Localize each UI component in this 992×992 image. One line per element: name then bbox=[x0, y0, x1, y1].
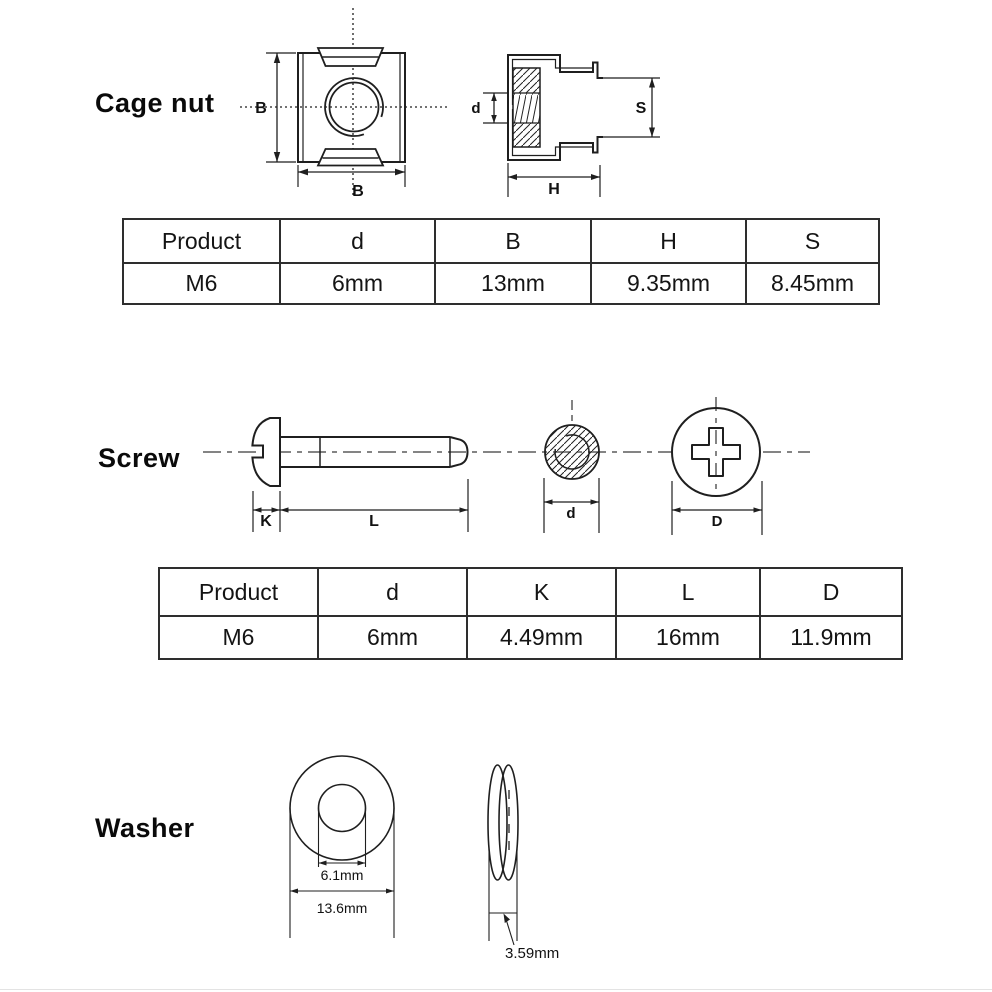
data-cell: 8.45mm bbox=[745, 262, 880, 305]
screw-head bbox=[251, 417, 281, 487]
cage-nut-title: Cage nut bbox=[95, 88, 215, 118]
dim-label-b-horizontal: B bbox=[352, 183, 364, 200]
dimension-outer-diameter: 13.6mm bbox=[289, 808, 395, 938]
dim-label-thread-d: d bbox=[566, 505, 575, 522]
screw-side-view bbox=[251, 417, 469, 487]
dimension-h: H bbox=[507, 163, 601, 198]
data-cell: M6 bbox=[158, 615, 319, 660]
data-cell: 9.35mm bbox=[590, 262, 747, 305]
dim-label-thickness: 3.59mm bbox=[505, 945, 559, 962]
header-cell: H bbox=[590, 218, 747, 264]
washer-front-view: 6.1mm 13.6mm bbox=[289, 755, 395, 938]
cage-nut-spec-table: Product d B H S M6 6mm 13mm 9.35mm 8.45m… bbox=[122, 218, 880, 305]
table-header-row: Product d K L D bbox=[158, 567, 903, 617]
screw-head-end-view: D bbox=[671, 397, 763, 535]
data-cell: M6 bbox=[122, 262, 281, 305]
header-cell: K bbox=[466, 567, 617, 617]
header-cell: Product bbox=[158, 567, 319, 617]
dimension-d: d bbox=[471, 92, 508, 124]
washer-side-view: 3.59mm bbox=[487, 764, 559, 962]
data-cell: 6mm bbox=[279, 262, 436, 305]
data-cell: 6mm bbox=[317, 615, 468, 660]
dimension-inner-diameter: 6.1mm bbox=[317, 808, 367, 883]
center-lines bbox=[240, 8, 448, 197]
screw-tip bbox=[449, 436, 469, 468]
header-cell: S bbox=[745, 218, 880, 264]
dimension-s: S bbox=[603, 77, 660, 138]
table-row: M6 6mm 4.49mm 16mm 11.9mm bbox=[158, 615, 903, 660]
washer-rings bbox=[289, 755, 395, 861]
dim-label-l: L bbox=[369, 513, 379, 530]
data-cell: 4.49mm bbox=[466, 615, 617, 660]
header-cell: B bbox=[434, 218, 592, 264]
washer-edge-profile bbox=[487, 764, 519, 881]
table-row: M6 6mm 13mm 9.35mm 8.45mm bbox=[122, 262, 880, 305]
screw-title: Screw bbox=[98, 443, 181, 473]
header-cell: d bbox=[279, 218, 436, 264]
dim-label-head-d: D bbox=[712, 513, 723, 530]
dimension-k-l: K L bbox=[252, 479, 469, 532]
dimension-thickness: 3.59mm bbox=[488, 849, 559, 962]
table-header-row: Product d B H S bbox=[122, 218, 880, 264]
nut-cross-section bbox=[512, 67, 541, 148]
bottom-hairline bbox=[0, 989, 992, 990]
dim-label-h: H bbox=[548, 181, 560, 198]
dim-label-d: d bbox=[471, 100, 480, 117]
dim-label-b-vertical: B bbox=[255, 100, 267, 117]
header-cell: L bbox=[615, 567, 761, 617]
washer-title: Washer bbox=[95, 813, 195, 843]
cage-nut-front-view: B B bbox=[240, 8, 448, 200]
threaded-hole bbox=[324, 77, 384, 137]
data-cell: 11.9mm bbox=[759, 615, 903, 660]
data-cell: 13mm bbox=[434, 262, 592, 305]
header-cell: D bbox=[759, 567, 903, 617]
dim-label-outer-diameter: 13.6mm bbox=[317, 900, 368, 916]
screw-views: K L d D bbox=[203, 397, 810, 535]
cage-nut-side-view: d S H bbox=[471, 54, 660, 198]
spring-clips bbox=[316, 47, 385, 167]
dimension-b-horizontal: B bbox=[297, 165, 406, 200]
header-cell: d bbox=[317, 567, 468, 617]
dimension-b-vertical: B bbox=[255, 52, 296, 163]
screw-spec-table: Product d K L D M6 6mm 4.49mm 16mm 11.9m… bbox=[158, 567, 903, 660]
data-cell: 16mm bbox=[615, 615, 761, 660]
header-cell: Product bbox=[122, 218, 281, 264]
dim-label-k: K bbox=[260, 513, 272, 530]
screw-thread-end-view: d bbox=[543, 400, 600, 533]
dim-label-inner-diameter: 6.1mm bbox=[321, 867, 364, 883]
dim-label-s: S bbox=[636, 100, 647, 117]
